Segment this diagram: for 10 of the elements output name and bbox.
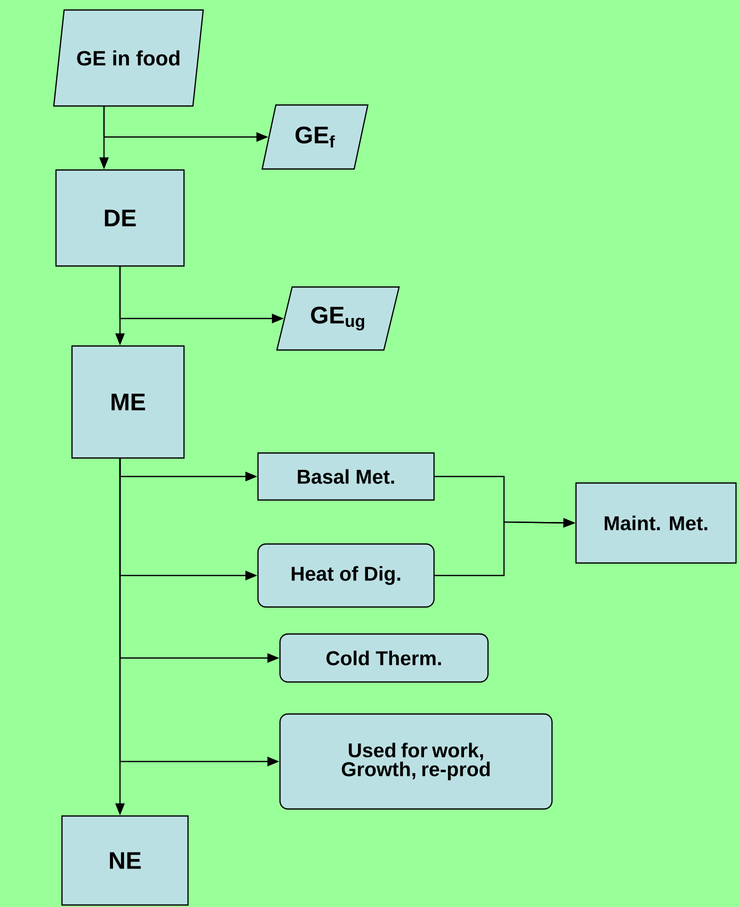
process-box: NE [61,815,189,906]
rounded-box: Used for work, Growth, re-prod [279,713,553,810]
process-box: ME [71,345,185,459]
parallelogram-box: GE in food [53,9,204,107]
process-box: Basal Met. [257,452,435,501]
parallelogram-box: GE$_{ug}$ [276,286,400,351]
rounded-box: Heat of Dig. [257,543,435,608]
process-box: DE [55,169,185,267]
process-box: Maint. Met. [575,482,737,564]
rounded-box: Cold Therm. [279,633,489,683]
